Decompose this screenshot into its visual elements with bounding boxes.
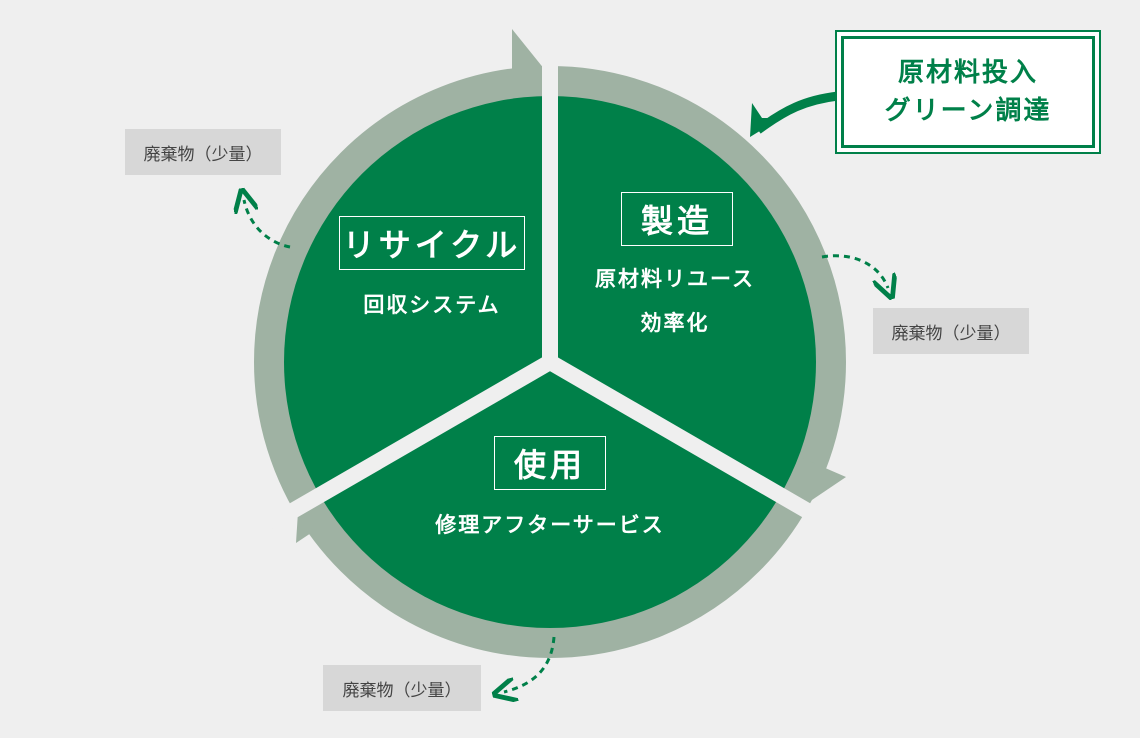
waste-label-right: 廃棄物（少量）: [873, 308, 1029, 354]
waste-arrow-left: [244, 200, 291, 249]
separator-right: [545, 355, 835, 531]
separator-left: [265, 355, 555, 531]
stage-manufacturing-title: 製造: [621, 192, 733, 246]
ring-arrowhead-top: [512, 29, 545, 112]
input-box: 原材料投入 グリーン調達: [835, 30, 1101, 154]
waste-arrow-bottom: [504, 636, 556, 692]
input-box-inner: 原材料投入 グリーン調達: [841, 36, 1095, 148]
stage-recycle-line-1: 回収システム: [363, 293, 501, 317]
stage-use-line-1: 修理アフターサービス: [435, 513, 665, 537]
input-arrowhead: [750, 103, 781, 137]
stage-recycle-title: リサイクル: [339, 216, 525, 270]
input-arrow: [755, 91, 839, 134]
stage-manufacturing-line-2: 効率化: [640, 311, 710, 335]
input-line-1: 原材料投入: [897, 58, 1038, 88]
stage-manufacturing-line-1: 原材料リユース: [595, 267, 755, 291]
waste-arrow-right: [821, 254, 888, 288]
stage-use-title: 使用: [494, 436, 606, 490]
waste-label-left: 廃棄物（少量）: [125, 129, 281, 175]
waste-label-bottom: 廃棄物（少量）: [323, 665, 481, 711]
input-line-2: グリーン調達: [884, 96, 1052, 126]
